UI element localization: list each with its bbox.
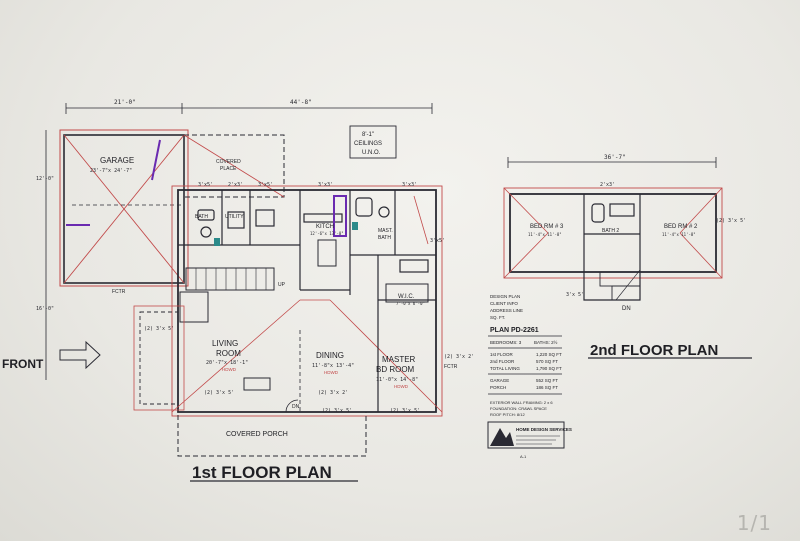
garage-area-label: GARAGE xyxy=(490,378,509,383)
plan-number: PLAN PD-2261 xyxy=(490,327,539,334)
title-line-3: ADDRESS LINE xyxy=(490,308,523,313)
second-floor-window-tag-1: 2'x3' xyxy=(600,182,615,188)
first-floor-plan xyxy=(45,103,443,482)
area-row-3-value: 1,790 SQ FT xyxy=(536,366,562,371)
garage-area-value: 552 SQ FT xyxy=(536,378,558,383)
title-line-4: SQ. FT. xyxy=(490,315,505,320)
room-kitch-name: KITCH xyxy=(316,224,334,230)
room-bed2-size: 11'-4"x 11'-8" xyxy=(662,232,696,237)
fctr-label-garage: FCTR xyxy=(112,289,126,295)
room-porch-name: COVERED PORCH xyxy=(226,431,288,438)
bedrooms-label: BEDROOMS: 3 xyxy=(490,340,522,345)
room-bed3-size: 11'-4"x 11'-8" xyxy=(528,232,562,237)
second-floor-dn-label: DN xyxy=(622,306,631,312)
room-utility-name: UTILITY xyxy=(225,214,244,220)
area-row-1-label: 1st FLOOR xyxy=(490,352,514,357)
window-tag-3: 3'x5' xyxy=(258,182,273,188)
room-living-floor: HDWD xyxy=(222,367,237,372)
page-counter: 1/1 xyxy=(736,511,772,535)
baths-label: BATHS: 2½ xyxy=(534,339,558,345)
front-label: FRONT xyxy=(2,357,44,371)
window-tag-12: (2) 3'x 5' xyxy=(390,408,420,414)
side-dimension-b: 16'-0" xyxy=(36,306,54,312)
sheet-number: A-1 xyxy=(520,454,527,459)
second-floor-window-tag-3: 3'x 5' xyxy=(566,292,584,298)
room-wic-size: 7'-0"x 6'-0" xyxy=(396,301,425,306)
room-mast-bath-sub: BATH xyxy=(378,235,391,241)
window-tag-8: (2) 3'x 5' xyxy=(144,326,174,332)
area-row-2-value: 570 SQ FT xyxy=(536,359,558,364)
window-tag-1: 3'x5' xyxy=(198,182,213,188)
room-living-sub: ROOM xyxy=(216,349,241,358)
room-dining-name: DINING xyxy=(316,351,344,360)
window-tag-2: 2'x3' xyxy=(228,182,243,188)
room-master-name: MASTER xyxy=(382,355,416,364)
porch-area-label: PORCH xyxy=(490,385,506,390)
room-dining-floor: HDWD xyxy=(324,370,339,375)
second-floor-title: 2nd FLOOR PLAN xyxy=(590,342,718,359)
overall-dimension: 44'-8" xyxy=(290,99,312,106)
window-tag-7: (2) 3'x 2' xyxy=(444,354,474,360)
window-tag-6: 3'x5' xyxy=(430,238,445,244)
note-2: FOUNDATION: CRAWL SPACE xyxy=(490,406,547,411)
area-row-2-label: 2nd FLOOR xyxy=(490,359,515,364)
room-dining-size: 11'-8"x 13'-4" xyxy=(312,363,354,369)
window-tag-9: (2) 3'x 5' xyxy=(204,390,234,396)
title-line-1: DESIGN PLAN xyxy=(490,294,520,299)
first-floor-labels: 44'-8" 21'-0" 12'-0" 16'-0" 8'-1" CEILIN… xyxy=(2,99,474,482)
area-row-1-value: 1,220 SQ FT xyxy=(536,352,562,357)
second-floor-plan xyxy=(503,157,752,359)
first-floor-title: 1st FLOOR PLAN xyxy=(192,463,332,482)
room-master-floor: HDWD xyxy=(394,384,409,389)
window-tag-10: (2) 3'x 2' xyxy=(318,390,348,396)
room-bath2-name: BATH 2 xyxy=(602,228,619,234)
room-living-name: LIVING xyxy=(212,339,238,348)
fctr-label-master: FCTR xyxy=(444,364,458,370)
room-living-size: 20'-7"x 18'-1" xyxy=(206,360,248,366)
company-logo: HOME DESIGN SERVICES xyxy=(490,427,572,446)
note-1: EXTERIOR WALL FRAMING: 2 x 6 xyxy=(490,400,553,405)
room-garage-name: GARAGE xyxy=(100,156,134,165)
room-master-size: 11'-0"x 14'-8" xyxy=(376,377,418,383)
room-bath-name: BATH xyxy=(195,214,208,220)
second-floor-labels: 36'-7" BED RM # 3 11'-4"x 11'-8" BATH 2 … xyxy=(528,154,746,359)
title-line-2: CLIENT INFO xyxy=(490,301,518,306)
note-3: ROOF PITCH: 8/12 xyxy=(490,412,525,417)
room-kitch-size: 12'-6"x 13'-0" xyxy=(310,231,344,236)
area-row-3-label: TOTAL LIVING xyxy=(490,366,520,371)
room-master-sub: BD ROOM xyxy=(376,365,415,374)
room-wic-name: W.I.C. xyxy=(398,294,415,300)
ceiling-note-ceilings: CEILINGS xyxy=(354,141,382,147)
door-dn-label: DN xyxy=(292,404,300,410)
room-garage-size: 23'-7"x 24'-7" xyxy=(90,168,132,174)
room-bed3-name: BED RM # 3 xyxy=(530,224,564,230)
porch-area-value: 186 SQ FT xyxy=(536,385,558,390)
window-tag-5: 3'x3' xyxy=(402,182,417,188)
title-block: DESIGN PLAN CLIENT INFO ADDRESS LINE SQ.… xyxy=(487,294,572,459)
room-mast-bath-name: MAST. xyxy=(378,228,393,234)
room-covered-place-name: COVERED xyxy=(216,159,241,165)
garage-dimension: 21'-0" xyxy=(114,99,136,106)
second-floor-window-tag-2: (2) 3'x 5' xyxy=(716,218,746,224)
ceiling-note-height: 8'-1" xyxy=(362,132,374,138)
ceiling-note-uno: U.N.O. xyxy=(362,150,381,156)
room-bed2-name: BED RM # 2 xyxy=(664,224,698,230)
window-tag-4: 3'x3' xyxy=(318,182,333,188)
window-tag-11: (2) 3'x 5' xyxy=(322,408,352,414)
company-name: HOME DESIGN SERVICES xyxy=(516,427,572,432)
second-floor-overall-dimension: 36'-7" xyxy=(604,154,626,161)
stair-up-label: UP xyxy=(278,282,286,288)
side-dimension-a: 12'-0" xyxy=(36,176,54,182)
room-covered-place-sub: PLACE xyxy=(220,166,237,172)
